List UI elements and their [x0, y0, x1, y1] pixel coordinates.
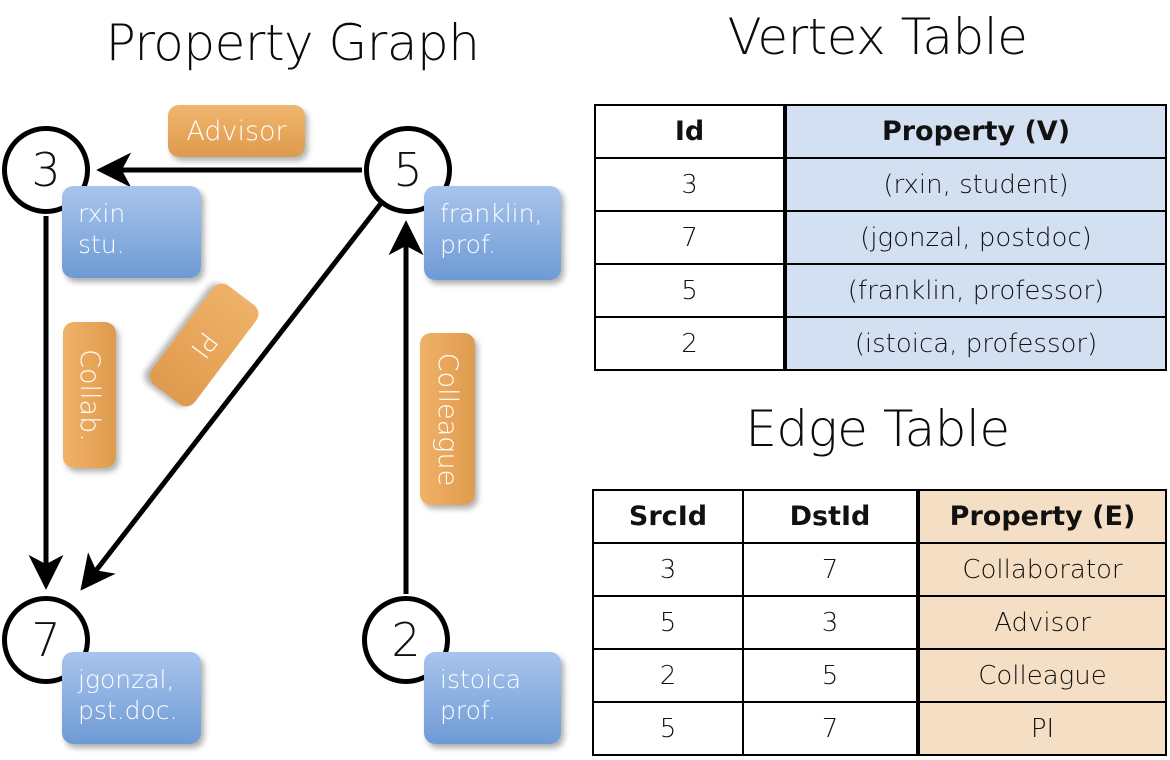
- edge-table-col-srcid: SrcId: [592, 489, 744, 544]
- page-title-edge-table: Edge Table: [745, 400, 1010, 458]
- graph-edges-layer: [28, 152, 424, 594]
- vertex-table: Id Property (V) 3 (rxin, student) 7 (jgo…: [594, 104, 1167, 371]
- vertex-table-col-property: Property (V): [783, 104, 1167, 159]
- edge-callout-advisor-label: Advisor: [186, 115, 287, 147]
- edge-table: SrcId DstId Property (E) 3 7 Collaborato…: [592, 489, 1167, 756]
- vertex-callout-istoica-line2: prof.: [440, 696, 496, 726]
- vertex-callout-franklin-line2: prof.: [440, 230, 496, 260]
- graph-node-2[interactable]: 2: [362, 596, 450, 684]
- edge-callout-colleague[interactable]: Colleague: [420, 333, 475, 505]
- edge-callout-pi-label: PI: [184, 325, 224, 365]
- vertex-callout-franklin[interactable]: franklin, prof.: [424, 186, 561, 280]
- vertex-callout-franklin-line1: franklin,: [440, 199, 543, 228]
- table-row[interactable]: 3 (rxin, student): [594, 157, 1167, 212]
- property-graph-diagram: 3 5 7 2 rxin stu. franklin, prof. jgonza…: [2, 105, 561, 744]
- vertex-cell-property: (franklin, professor): [783, 263, 1167, 318]
- edge-cell-dstid: 7: [742, 701, 919, 756]
- edge-table-header-row: SrcId DstId Property (E): [592, 489, 1167, 544]
- edge-5-to-7-pi: [80, 200, 384, 591]
- edge-cell-srcid: 5: [592, 595, 744, 650]
- vertex-table-col-id: Id: [594, 104, 786, 159]
- graph-node-7-label: 7: [31, 613, 61, 667]
- edge-cell-dstid: 5: [742, 648, 919, 703]
- edge-callout-collab-label: Collab.: [74, 348, 105, 442]
- edge-cell-property: Advisor: [916, 595, 1167, 650]
- vertex-callout-rxin[interactable]: rxin stu.: [62, 186, 201, 278]
- edge-callout-colleague-label: Colleague: [432, 352, 463, 486]
- table-row[interactable]: 5 (franklin, professor): [594, 263, 1167, 318]
- vertex-callout-rxin-line1: rxin: [78, 199, 126, 228]
- edge-table-col-property: Property (E): [916, 489, 1167, 544]
- edge-cell-property: Collaborator: [916, 542, 1167, 597]
- table-row[interactable]: 7 (jgonzal, postdoc): [594, 210, 1167, 265]
- edge-cell-property: PI: [916, 701, 1167, 756]
- vertex-cell-property: (jgonzal, postdoc): [783, 210, 1167, 265]
- vertex-callout-jgonzal-line2: pst.doc.: [78, 696, 178, 726]
- edge-cell-dstid: 3: [742, 595, 919, 650]
- edge-cell-srcid: 3: [592, 542, 744, 597]
- vertex-callout-istoica[interactable]: istoica prof.: [424, 652, 561, 744]
- edge-cell-srcid: 5: [592, 701, 744, 756]
- table-row[interactable]: 2 (istoica, professor): [594, 316, 1167, 371]
- vertex-cell-id: 5: [594, 263, 786, 318]
- vertex-callout-istoica-line1: istoica: [440, 665, 522, 694]
- vertex-callout-jgonzal-line1: jgonzal,: [78, 665, 175, 694]
- vertex-table-header-row: Id Property (V): [594, 104, 1167, 159]
- graph-node-3-label: 3: [31, 143, 61, 197]
- edge-cell-srcid: 2: [592, 648, 744, 703]
- vertex-cell-id: 7: [594, 210, 786, 265]
- vertex-cell-id: 3: [594, 157, 786, 212]
- table-row[interactable]: 2 5 Colleague: [592, 648, 1167, 703]
- vertex-cell-id: 2: [594, 316, 786, 371]
- table-row[interactable]: 5 3 Advisor: [592, 595, 1167, 650]
- edge-table-col-dstid: DstId: [742, 489, 919, 544]
- page-title-vertex-table: Vertex Table: [727, 8, 1028, 66]
- page-title-property-graph: Property Graph: [105, 14, 480, 72]
- vertex-cell-property: (istoica, professor): [783, 316, 1167, 371]
- graph-node-5[interactable]: 5: [364, 126, 452, 214]
- table-row[interactable]: 5 7 PI: [592, 701, 1167, 756]
- graph-node-5-label: 5: [393, 143, 423, 197]
- graph-node-2-label: 2: [391, 613, 421, 667]
- vertex-callout-rxin-line2: stu.: [78, 230, 125, 260]
- vertex-callout-jgonzal[interactable]: jgonzal, pst.doc.: [62, 652, 201, 744]
- edge-cell-property: Colleague: [916, 648, 1167, 703]
- vertex-cell-property: (rxin, student): [783, 157, 1167, 212]
- edge-callout-advisor[interactable]: Advisor: [168, 105, 305, 157]
- edge-cell-dstid: 7: [742, 542, 919, 597]
- edge-callout-collab[interactable]: Collab.: [63, 322, 116, 468]
- table-row[interactable]: 3 7 Collaborator: [592, 542, 1167, 597]
